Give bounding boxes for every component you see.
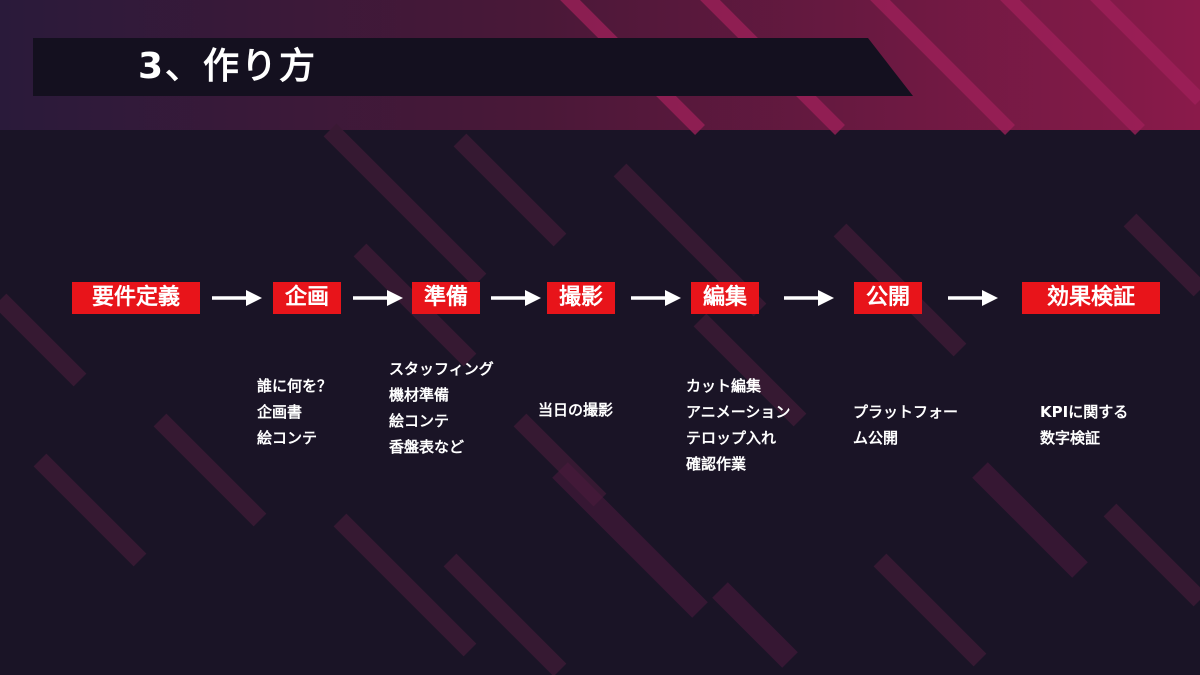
step-verification: 効果検証 [1022, 282, 1160, 314]
publishing-details: プラットフォー ム公開 [853, 399, 958, 451]
detail-item: KPIに関する [1040, 403, 1129, 421]
detail-item: 誰に何を？ [257, 377, 333, 395]
detail-item: 絵コンテ [389, 412, 450, 430]
right-arrow-icon [948, 290, 998, 306]
editing-details: カット編集 アニメーション テロップ入れ 確認作業 [686, 373, 790, 477]
detail-item: 香盤表など [389, 438, 465, 456]
page-title: 3、作り方 [138, 46, 318, 87]
detail-item: 当日の撮影 [538, 401, 614, 419]
detail-item: 企画書 [257, 403, 303, 421]
right-arrow-icon [631, 290, 681, 306]
step-shooting: 撮影 [547, 282, 615, 314]
detail-item: カット編集 [686, 377, 762, 395]
detail-item: テロップ入れ [686, 429, 777, 447]
detail-item: 確認作業 [686, 455, 747, 473]
detail-item: アニメーション [686, 403, 791, 421]
step-requirements: 要件定義 [72, 282, 200, 314]
step-editing: 編集 [691, 282, 759, 314]
title-bar [33, 38, 913, 96]
verification-details: KPIに関する 数字検証 [1040, 399, 1128, 451]
planning-details: 誰に何を？ 企画書 絵コンテ [257, 373, 332, 451]
shooting-details: 当日の撮影 [538, 397, 613, 423]
detail-item: 数字検証 [1040, 429, 1101, 447]
right-arrow-icon [784, 290, 834, 306]
step-planning: 企画 [273, 282, 341, 314]
step-publishing: 公開 [854, 282, 922, 314]
preparation-details: スタッフィング 機材準備 絵コンテ 香盤表など [389, 356, 494, 460]
right-arrow-icon [353, 290, 403, 306]
right-arrow-icon [212, 290, 262, 306]
right-arrow-icon [491, 290, 541, 306]
detail-item: 機材準備 [389, 386, 450, 404]
step-preparation: 準備 [412, 282, 480, 314]
detail-item: ム公開 [853, 429, 899, 447]
detail-item: 絵コンテ [257, 429, 318, 447]
detail-item: スタッフィング [389, 360, 494, 378]
detail-item: プラットフォー [853, 403, 959, 421]
